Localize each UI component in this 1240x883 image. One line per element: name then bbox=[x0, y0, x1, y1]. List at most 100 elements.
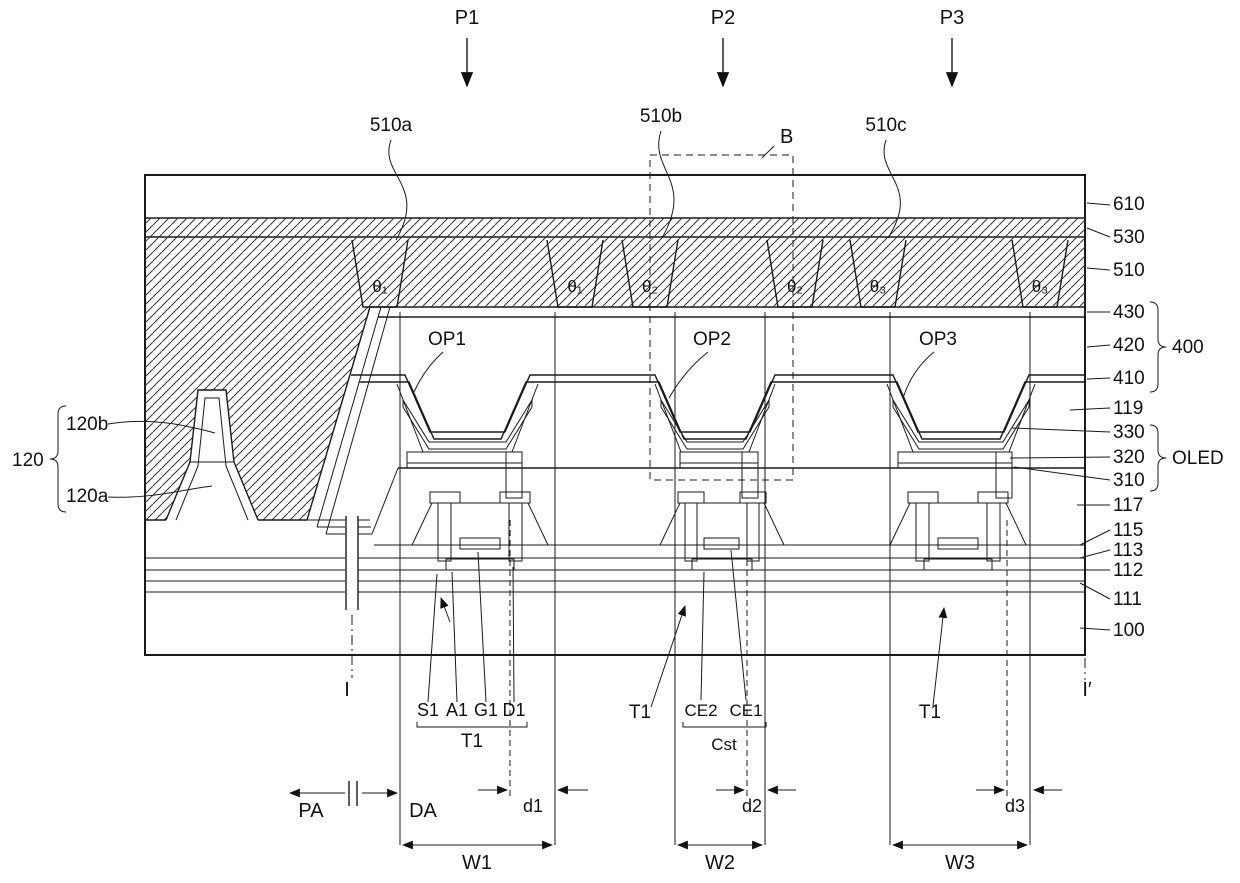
active-ce1 bbox=[691, 558, 753, 571]
tft3-pointer-arrow bbox=[932, 606, 948, 707]
encapsulation-layers bbox=[351, 316, 1085, 440]
box-b-leader bbox=[761, 145, 775, 159]
drain-post bbox=[986, 502, 1001, 562]
tft-callouts: S1 A1 G1 D1 T1 T1 CE2 CE1 Cst T1 bbox=[416, 549, 948, 754]
brace-400 bbox=[1149, 301, 1167, 393]
anode-via bbox=[505, 451, 523, 499]
box-b-label: B bbox=[780, 126, 793, 148]
label-g1: G1 bbox=[474, 700, 498, 720]
label-320: 320 bbox=[1113, 447, 1145, 468]
leader-510a bbox=[388, 139, 408, 241]
dam-outer-outline bbox=[165, 389, 259, 521]
label-100: 100 bbox=[1113, 620, 1145, 641]
label-420: 420 bbox=[1113, 335, 1145, 356]
theta3-label-b: θ₃ bbox=[1032, 277, 1048, 296]
dam-120-structure bbox=[165, 389, 259, 521]
layer-510-hatch-region bbox=[145, 237, 1085, 520]
right-labels: 610 530 510 430 420 410 119 330 320 310 … bbox=[1009, 194, 1224, 641]
label-op2: OP2 bbox=[693, 329, 731, 350]
label-310: 310 bbox=[1113, 470, 1145, 491]
gate-bar bbox=[937, 537, 979, 550]
label-120a: 120a bbox=[66, 486, 109, 507]
t1-bracket bbox=[416, 722, 528, 728]
label-oled: OLED bbox=[1172, 448, 1224, 469]
pixel-1 bbox=[396, 383, 549, 571]
d-dimensions: d1 d2 d3 bbox=[478, 785, 1062, 816]
cst-bracket bbox=[682, 722, 767, 728]
anode-via bbox=[995, 451, 1013, 499]
top-pixel-arrows: P1 P2 P3 bbox=[455, 7, 964, 88]
pixel-boundary-lines bbox=[399, 312, 1031, 845]
drain-d1-post bbox=[508, 502, 523, 562]
tft1-pointer-arrow bbox=[440, 596, 451, 623]
opening-callouts: OP1 OP2 OP3 bbox=[413, 329, 957, 399]
layer-530-hatch bbox=[145, 218, 1085, 237]
gate-ce2 bbox=[703, 537, 740, 550]
spacer-shape bbox=[766, 239, 824, 308]
label-115: 115 bbox=[1113, 520, 1143, 541]
label-w3: W3 bbox=[945, 852, 975, 874]
emission-330-layer bbox=[892, 398, 1030, 450]
label-op3: OP3 bbox=[919, 329, 957, 350]
spacer-callouts: 510a 510b 510c bbox=[370, 106, 907, 241]
label-ce1: CE1 bbox=[729, 701, 762, 720]
detail-box-b bbox=[649, 154, 794, 481]
tft-mound bbox=[411, 502, 549, 546]
encap-left-slope-1 bbox=[306, 306, 371, 521]
label-t1-p2: T1 bbox=[629, 702, 651, 723]
label-ce2: CE2 bbox=[684, 701, 717, 720]
label-117: 117 bbox=[1113, 495, 1143, 516]
p3-label: P3 bbox=[940, 7, 964, 29]
label-t1-p1: T1 bbox=[461, 731, 483, 752]
section-mark-i-prime: I′ bbox=[1082, 679, 1092, 701]
emission-330-layer bbox=[402, 398, 533, 450]
w-dimensions: W1 W2 W3 bbox=[401, 840, 1029, 874]
label-da: DA bbox=[409, 800, 437, 822]
p2-label: P2 bbox=[711, 7, 735, 29]
spacer-510a-shape bbox=[351, 239, 409, 308]
encap-left-bundle bbox=[307, 306, 399, 535]
theta1-label-a: θ₁ bbox=[372, 277, 387, 296]
label-s1: S1 bbox=[417, 700, 439, 720]
label-w2: W2 bbox=[705, 852, 735, 874]
spacer-shape bbox=[1011, 239, 1069, 308]
left-labels: 120 120b 120a bbox=[12, 405, 216, 513]
label-t1-p3: T1 bbox=[919, 702, 941, 723]
leader-510b bbox=[658, 130, 675, 239]
dam-inner-outline bbox=[175, 397, 249, 521]
layer-117-left-edge bbox=[371, 467, 399, 535]
source-post bbox=[915, 502, 930, 562]
label-d2: d2 bbox=[742, 796, 762, 816]
leader-120a bbox=[107, 485, 213, 498]
layer-410-bottom bbox=[359, 381, 1085, 440]
section-break bbox=[345, 516, 1086, 680]
spacer-510c-shape bbox=[849, 239, 907, 308]
label-a1: A1 bbox=[446, 700, 468, 720]
label-113: 113 bbox=[1113, 540, 1143, 561]
tft-mound bbox=[889, 502, 1027, 546]
tft-mound bbox=[659, 502, 785, 546]
label-530: 530 bbox=[1113, 227, 1145, 248]
label-510c: 510c bbox=[865, 115, 906, 136]
layer-410-top bbox=[351, 374, 1085, 433]
pixel-3 bbox=[886, 383, 1036, 571]
label-510b: 510b bbox=[640, 106, 682, 127]
gate-g1 bbox=[459, 537, 501, 550]
spacer-trapezoids bbox=[351, 239, 1069, 308]
label-w1: W1 bbox=[462, 852, 492, 874]
emission-330-layer bbox=[660, 398, 770, 450]
source-post bbox=[684, 502, 698, 562]
distance-dashed-lines bbox=[509, 520, 1008, 800]
label-d1: d1 bbox=[523, 796, 543, 816]
label-400: 400 bbox=[1172, 337, 1204, 358]
active-a1 bbox=[445, 558, 515, 571]
label-112: 112 bbox=[1113, 560, 1143, 581]
label-510a: 510a bbox=[370, 115, 413, 136]
label-cst: Cst bbox=[711, 735, 737, 754]
label-119: 119 bbox=[1113, 398, 1143, 419]
pa-da-boundary: PA DA bbox=[288, 781, 438, 822]
p1-label: P1 bbox=[455, 7, 479, 29]
label-510: 510 bbox=[1113, 260, 1145, 281]
